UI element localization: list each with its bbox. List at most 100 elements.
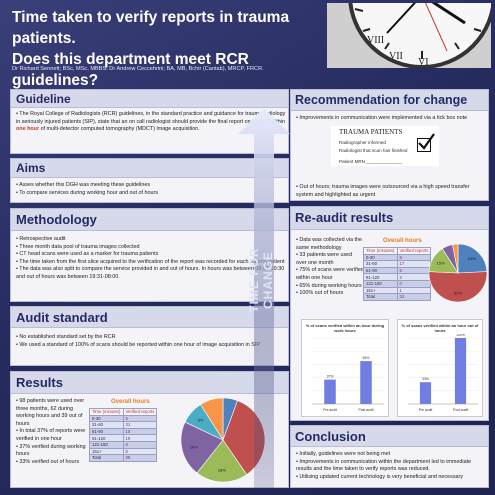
category-label: Pre audit	[419, 408, 433, 412]
authors: Dr Richard Sennett; BSc, MSc, MBBS. Dr A…	[12, 66, 264, 72]
one-hour-emphasis: one hour	[16, 126, 40, 133]
bar-chart-work-hours: % of scans verified within an hour durin…	[301, 319, 389, 417]
pie-slice-31-60	[428, 271, 488, 303]
checkmark-icon	[418, 133, 435, 150]
list-item: • 100% out of hours	[296, 290, 344, 297]
methodology-list: • Retrospective audit • Three month data…	[16, 236, 286, 282]
pie-label: 15%	[437, 261, 445, 266]
bar	[419, 382, 432, 404]
bar-value-label: 33%	[422, 377, 429, 381]
chart-title: % of scans verified within an hour durin…	[305, 323, 385, 333]
guideline-panel: Guideline • The Royal College of Radiolo…	[10, 89, 289, 154]
chart-title: % of scans verified within an hour out o…	[401, 323, 479, 333]
bar-value-label: 100%	[456, 334, 465, 337]
list-item: • CT head scans were used as a marker fo…	[16, 251, 159, 258]
list-item: • Retrospective audit	[16, 236, 66, 242]
guideline-text: • The Royal College of Radiologists (RCR…	[16, 111, 286, 133]
list-item: • Utilising updated current technology i…	[296, 473, 463, 480]
list-item: • We used a standard of 100% of scans sh…	[16, 341, 260, 348]
conclusion-heading: Conclusion	[291, 426, 488, 447]
pie-slice-91-120	[180, 421, 224, 474]
clock-image: VIII VII VI	[327, 3, 491, 68]
reaudit-table-title: Overall hours	[383, 238, 422, 244]
aims-heading: Aims	[11, 159, 288, 178]
list-item: • Out of hours; trauma images were outso…	[296, 184, 470, 198]
pie-slice-151+	[200, 397, 224, 442]
recommendation-heading: Recommendation for change	[291, 90, 488, 111]
list-item: • Initially, guidelines were not being m…	[296, 451, 391, 457]
title-line-1: Time taken to verify reports in trauma p…	[12, 9, 290, 47]
category-label: Pre audit	[323, 408, 337, 412]
list-item: • 65% during working hours	[296, 282, 362, 289]
bar	[324, 379, 336, 404]
bar-chart-out-of-hours: % of scans verified within an hour out o…	[397, 319, 483, 417]
results-panel: Results • 98 patients were used over thr…	[10, 371, 289, 488]
category-label: Post audit	[453, 408, 468, 412]
pie-slice-0-30	[457, 243, 488, 274]
aims-list: • Asses whether this DGH was meeting the…	[16, 182, 158, 197]
audit-standard-list: • No established standard set by the RCR…	[16, 334, 284, 349]
table-row: 151+1	[363, 286, 432, 295]
note-title: TRAUMA PATIENTS	[339, 128, 403, 136]
list-item: • To compare services during working hou…	[16, 189, 159, 196]
time-for-change-arrow	[238, 108, 290, 488]
svg-text:VI: VI	[418, 57, 429, 68]
list-item: • 37% verified during working hours	[16, 443, 86, 458]
list-item: • 33 patients were used over one month	[296, 252, 353, 266]
pie-slice-151+	[452, 243, 459, 274]
aims-panel: Aims • Asses whether this DGH was meetin…	[10, 158, 289, 203]
list-item: • 75% of scans were verified within one …	[296, 267, 364, 281]
reaudit-panel: Re-audit results • Data was collected vi…	[290, 206, 489, 421]
list-item: • Improvements in communication were imp…	[296, 115, 468, 121]
bar	[360, 361, 372, 404]
audit-standard-panel: Audit standard • No established standard…	[10, 306, 289, 366]
category-label: Post audit	[358, 408, 373, 412]
pie-slice-61-90	[196, 439, 248, 483]
results-table-title: Overall hours	[111, 399, 150, 405]
reaudit-heading: Re-audit results	[291, 207, 488, 230]
list-item: • 98 patients were used over three month…	[16, 398, 85, 427]
pie-label: 8%	[198, 418, 204, 423]
methodology-panel: Methodology • Retrospective audit • Thre…	[10, 208, 289, 302]
reaudit-list: • Data was collected via the same method…	[296, 237, 364, 298]
bar-value-label: 37%	[327, 375, 334, 379]
list-item: • Data was collected via the same method…	[296, 237, 363, 251]
pie-label: 20%	[190, 444, 198, 449]
list-item: • No established standard set by the RCR	[16, 334, 116, 340]
svg-text:VII: VII	[389, 51, 403, 62]
list-item: • Improvements in communication within t…	[296, 458, 472, 473]
pie-label: 52%	[454, 291, 462, 296]
conclusion-list: • Initially, guidelines were not being m…	[296, 451, 486, 481]
list-item: • The data was also split to compare the…	[16, 266, 285, 280]
svg-text:VIII: VIII	[367, 35, 384, 46]
recommendation-panel: Recommendation for change • Improvements…	[290, 89, 489, 201]
bar-value-label: 65%	[363, 356, 370, 360]
list-item: • Three month data pool of trauma images…	[16, 243, 140, 250]
results-list: • 98 patients were used over three month…	[16, 398, 92, 466]
title-line-2: Does this department meet RCR guidelines…	[12, 51, 249, 89]
list-item: • 33% verified out of hours	[16, 458, 80, 465]
reaudit-pie-chart: 24% 52% 15%	[428, 243, 488, 303]
bar	[454, 338, 467, 404]
methodology-heading: Methodology	[11, 209, 288, 231]
guideline-heading: Guideline	[11, 90, 288, 108]
pie-label: 24%	[468, 256, 476, 261]
checkbox[interactable]	[417, 133, 435, 152]
table-row: 151+8	[89, 447, 158, 456]
list-item: • The time taken from the first slice ac…	[16, 258, 285, 265]
